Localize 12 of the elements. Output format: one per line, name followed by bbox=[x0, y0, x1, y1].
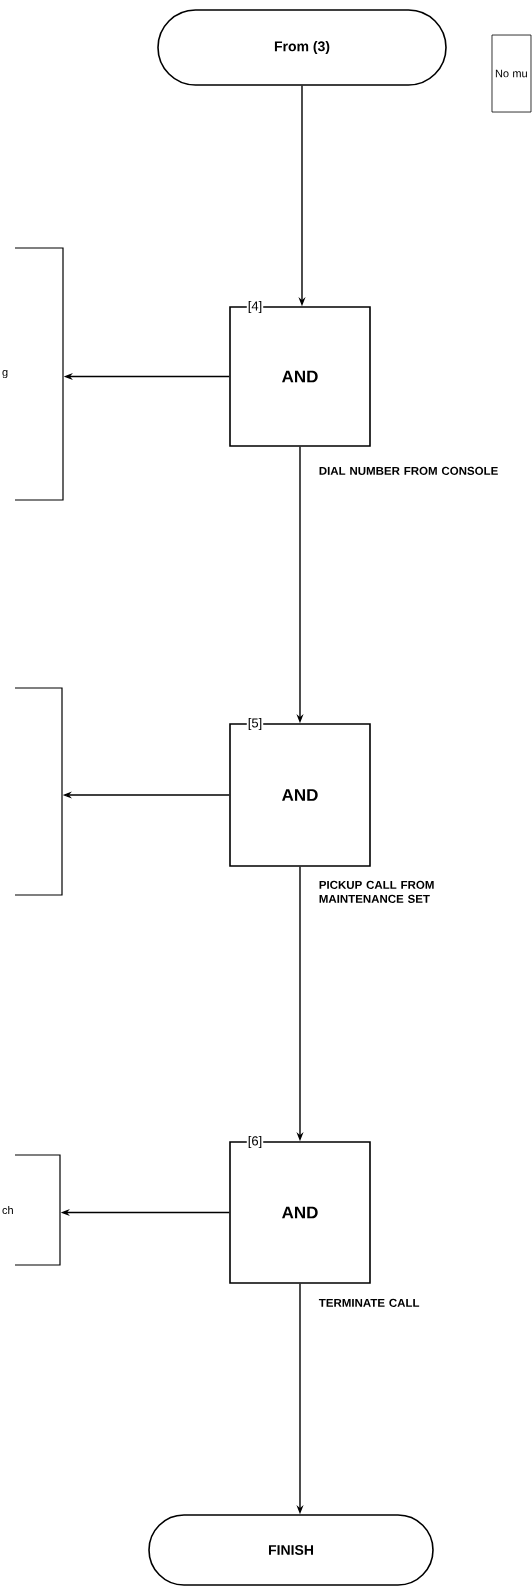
note-box: No mu bbox=[491, 34, 532, 113]
and-gate-box: AND [4] bbox=[229, 299, 371, 447]
and-gate-box: AND [6] bbox=[229, 1134, 371, 1284]
bracket bbox=[14, 687, 63, 896]
step-label: TERMINATE CALL bbox=[318, 1298, 420, 1307]
step-label: DIAL NUMBER FROM CONSOLE bbox=[319, 466, 498, 475]
bracket: ch bbox=[2, 1154, 61, 1266]
step-label: PICKUP CALL FROM MAINTENANCE SET bbox=[319, 880, 434, 903]
and-gate-box: AND [5] bbox=[229, 716, 371, 867]
bracket: g bbox=[2, 247, 64, 501]
terminator-box: FINISH bbox=[148, 1514, 434, 1586]
terminator-box: From (3) bbox=[157, 9, 447, 86]
